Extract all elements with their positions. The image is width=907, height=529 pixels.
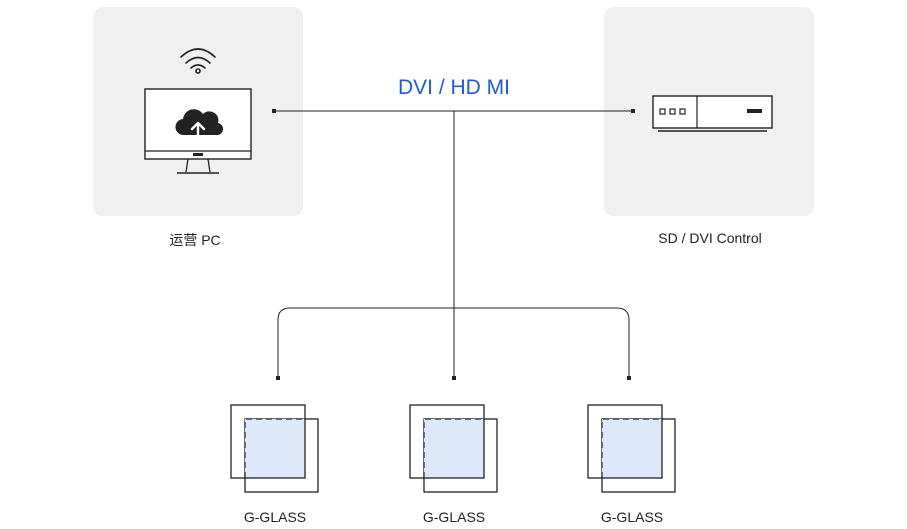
glass-panel-icon [409,404,498,493]
display-label: G-GLASS [422,509,486,525]
display-label: G-GLASS [243,509,307,525]
pc-label: 运营 PC [169,232,221,248]
glass-panel-icon [587,404,676,493]
set-top-box-icon [652,95,773,132]
monitor-cloud-upload-icon [144,88,252,174]
wifi-icon [180,48,216,74]
connection-dots [272,109,635,380]
display-label: G-GLASS [600,509,664,525]
glass-panel-icon [230,404,319,493]
link-label: DVI / HD MI [397,76,510,99]
connection-lines [274,110,633,378]
controller-label: SD / DVI Control [658,230,762,246]
